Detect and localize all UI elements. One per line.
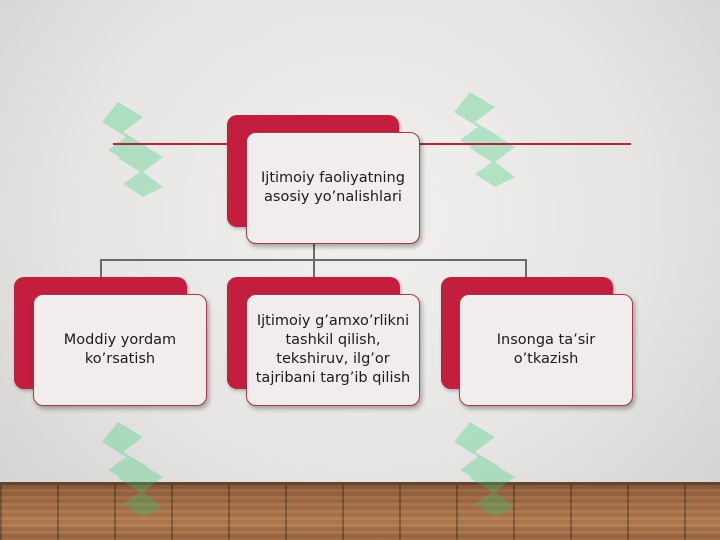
watermark-logo-icon xyxy=(440,82,530,192)
root-node-label: Ijtimoiy faoliyatning asosiy yo’nalishla… xyxy=(261,170,405,205)
connector-right xyxy=(525,259,527,278)
connector-root-stem xyxy=(313,244,315,260)
watermark-logo-icon xyxy=(88,92,178,202)
connector-center xyxy=(313,259,315,278)
child-node-3: Insonga ta’sir o’tkazish xyxy=(459,294,633,406)
root-node: Ijtimoiy faoliyatning asosiy yo’nalishla… xyxy=(246,132,420,244)
child-node-3-label: Insonga ta’sir o’tkazish xyxy=(496,332,596,367)
watermark-logo-icon xyxy=(88,412,178,522)
connector-left xyxy=(100,259,102,278)
child-node-1-label: Moddiy yordam ko’rsatish xyxy=(63,332,177,367)
child-node-2: Ijtimoiy g’amxo’rlikni tashkil qilish, t… xyxy=(246,294,420,406)
wooden-floor xyxy=(0,482,720,540)
child-node-1: Moddiy yordam ko’rsatish xyxy=(33,294,207,406)
watermark-logo-icon xyxy=(440,412,530,522)
child-node-2-label: Ijtimoiy g’amxo’rlikni tashkil qilish, t… xyxy=(255,313,411,386)
